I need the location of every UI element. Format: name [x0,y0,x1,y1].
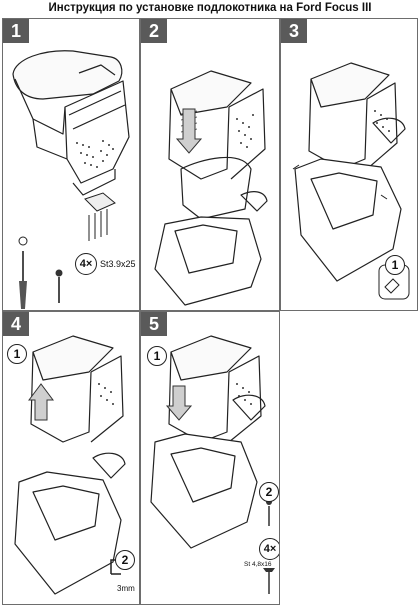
step-4-hex-key-size: 3mm [117,584,135,593]
step-1-screw-spec: St3.9x25 [100,259,136,269]
armrest-final-mount-illustration [150,335,275,594]
armrest-assembly-illustration [12,50,130,309]
step-2-panel: 2 [140,18,280,311]
step-5-quantity-badge: 4× [259,538,279,560]
step-1-badge: 1 [3,19,29,43]
armrest-removal-illustration [14,335,126,595]
step-3-panel: 3 1 [280,18,418,311]
step-4-badge: 4 [3,312,29,336]
step-3-badge: 3 [281,19,307,43]
step-5-substep-2: 2 [259,482,279,502]
step-5-screw-spec: St 4,8x16 [244,561,272,568]
step-2-badge: 2 [141,19,167,43]
step-1-panel: 1 [2,18,140,311]
step-4-substep-2: 2 [115,550,135,570]
step-5-substep-1: 1 [147,346,167,366]
step-3-substep-1: 1 [385,255,405,275]
armrest-console-illustration [292,62,410,300]
step-5-panel: 5 1 2 4× St 4,8x16 [140,311,280,605]
page-title: Инструкция по установке подлокотника на … [48,2,372,14]
armrest-lowering-illustration [154,70,268,306]
step-5-badge: 5 [141,312,167,336]
step-4-panel: 4 1 2 3mm [2,311,140,605]
step-1-quantity-badge: 4× [75,253,97,275]
step-4-substep-1: 1 [7,344,27,364]
